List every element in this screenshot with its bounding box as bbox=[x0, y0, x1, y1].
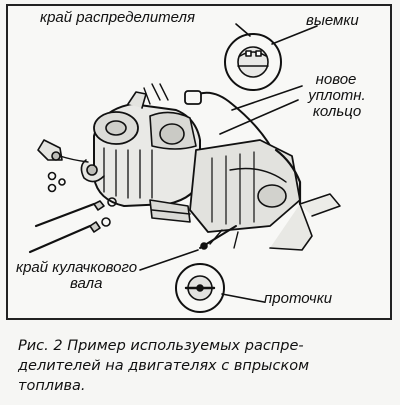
grooves-detail-circle bbox=[175, 263, 225, 313]
engine-housing bbox=[189, 139, 313, 251]
new-seal-line2: уплотн. bbox=[308, 87, 366, 104]
notches-detail-circle bbox=[224, 33, 282, 91]
cam-edge-line1: край кулачкового bbox=[16, 259, 138, 276]
distributor-body bbox=[80, 91, 201, 207]
caption-line2: делителей на двигателях с впрыском bbox=[18, 358, 310, 374]
cap-and-nuts bbox=[37, 139, 89, 193]
bolt-lower bbox=[28, 217, 111, 254]
distributor-edge-label: край распределителя bbox=[40, 9, 195, 26]
figure-caption: Рис. 2 Пример используемых распре- делит… bbox=[18, 336, 390, 396]
bolt-upper bbox=[34, 197, 117, 228]
caption-line1: Рис. 2 Пример используемых распре- bbox=[18, 338, 304, 354]
new-seal-line1: новое bbox=[315, 71, 357, 88]
notches-label: выемки bbox=[306, 12, 359, 29]
caption-line3: топлива. bbox=[18, 378, 86, 394]
new-seal-line3: кольцо bbox=[312, 103, 362, 120]
distributor-illustration bbox=[28, 23, 341, 313]
grooves-label: проточки bbox=[264, 290, 333, 307]
cam-edge-line2: вала bbox=[70, 275, 103, 292]
